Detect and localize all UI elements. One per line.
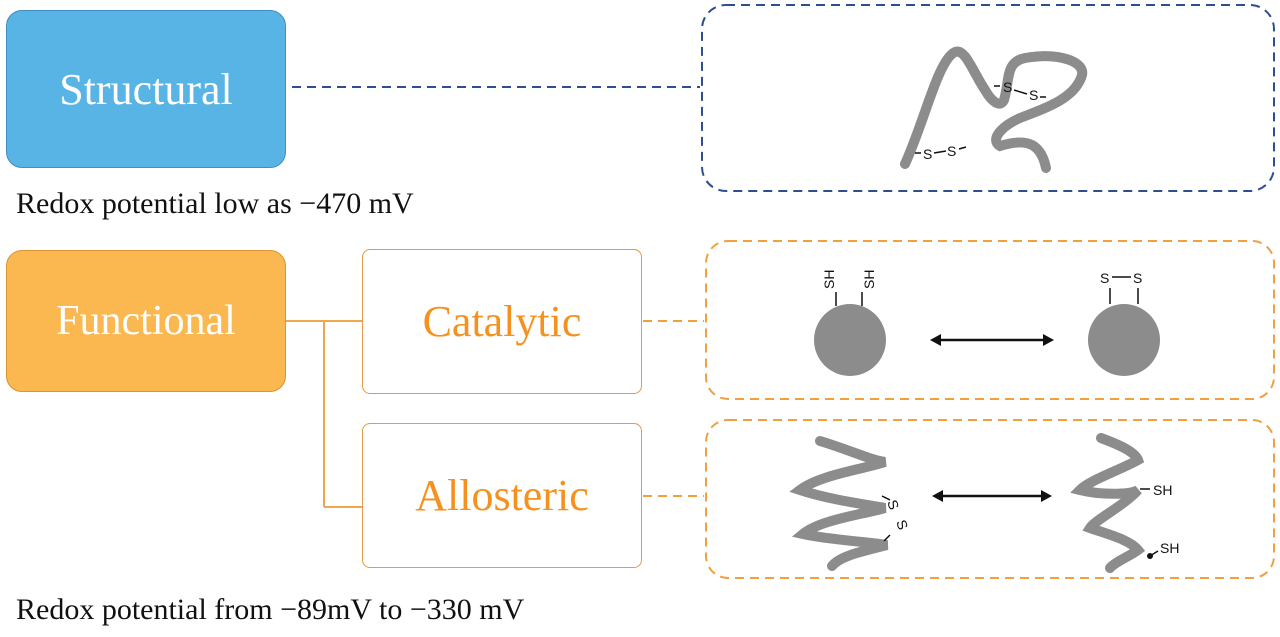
catalytic-label: Catalytic	[422, 297, 582, 346]
structural-disulfide-bottom: S S	[915, 143, 967, 162]
structural-label: Structural	[59, 64, 233, 114]
allosteric-oxidized-helix: S S	[789, 436, 911, 571]
svg-text:SH: SH	[821, 270, 837, 289]
functional-redox-caption: Redox potential from −89mV to −330 mV	[16, 593, 525, 626]
allosteric-box: Allosteric	[362, 423, 642, 568]
svg-text:S: S	[923, 146, 932, 162]
structural-redox-caption: Redox potential low as −470 mV	[16, 187, 414, 220]
allosteric-label: Allosteric	[415, 471, 589, 520]
functional-tree-connector	[286, 320, 362, 508]
svg-text:S: S	[884, 498, 902, 512]
svg-text:S: S	[1029, 87, 1038, 103]
allosteric-equilibrium-arrow	[932, 490, 1052, 502]
svg-text:SH: SH	[1160, 540, 1179, 556]
svg-text:S: S	[947, 143, 956, 159]
catalytic-oxidized-enzyme: S S	[1088, 270, 1160, 376]
functional-label: Functional	[56, 298, 236, 344]
svg-text:S: S	[1003, 79, 1012, 95]
catalytic-panel	[705, 240, 1275, 400]
svg-text:S: S	[1100, 270, 1109, 286]
svg-text:SH: SH	[861, 270, 877, 289]
svg-text:SH: SH	[1153, 482, 1172, 498]
svg-text:S: S	[893, 518, 911, 532]
structural-disulfide-top: S S	[994, 79, 1046, 103]
structural-box: Structural	[6, 10, 286, 168]
allosteric-panel	[705, 419, 1275, 579]
functional-box: Functional	[6, 250, 286, 392]
structural-panel	[701, 4, 1275, 192]
svg-text:S: S	[1133, 270, 1142, 286]
catalytic-equilibrium-arrow	[930, 334, 1054, 346]
allosteric-reduced-helix: SH SH	[1070, 433, 1179, 573]
structural-protein-chain	[900, 46, 1088, 173]
catalytic-reduced-enzyme: SH SH	[814, 270, 886, 376]
catalytic-box: Catalytic	[362, 249, 642, 394]
